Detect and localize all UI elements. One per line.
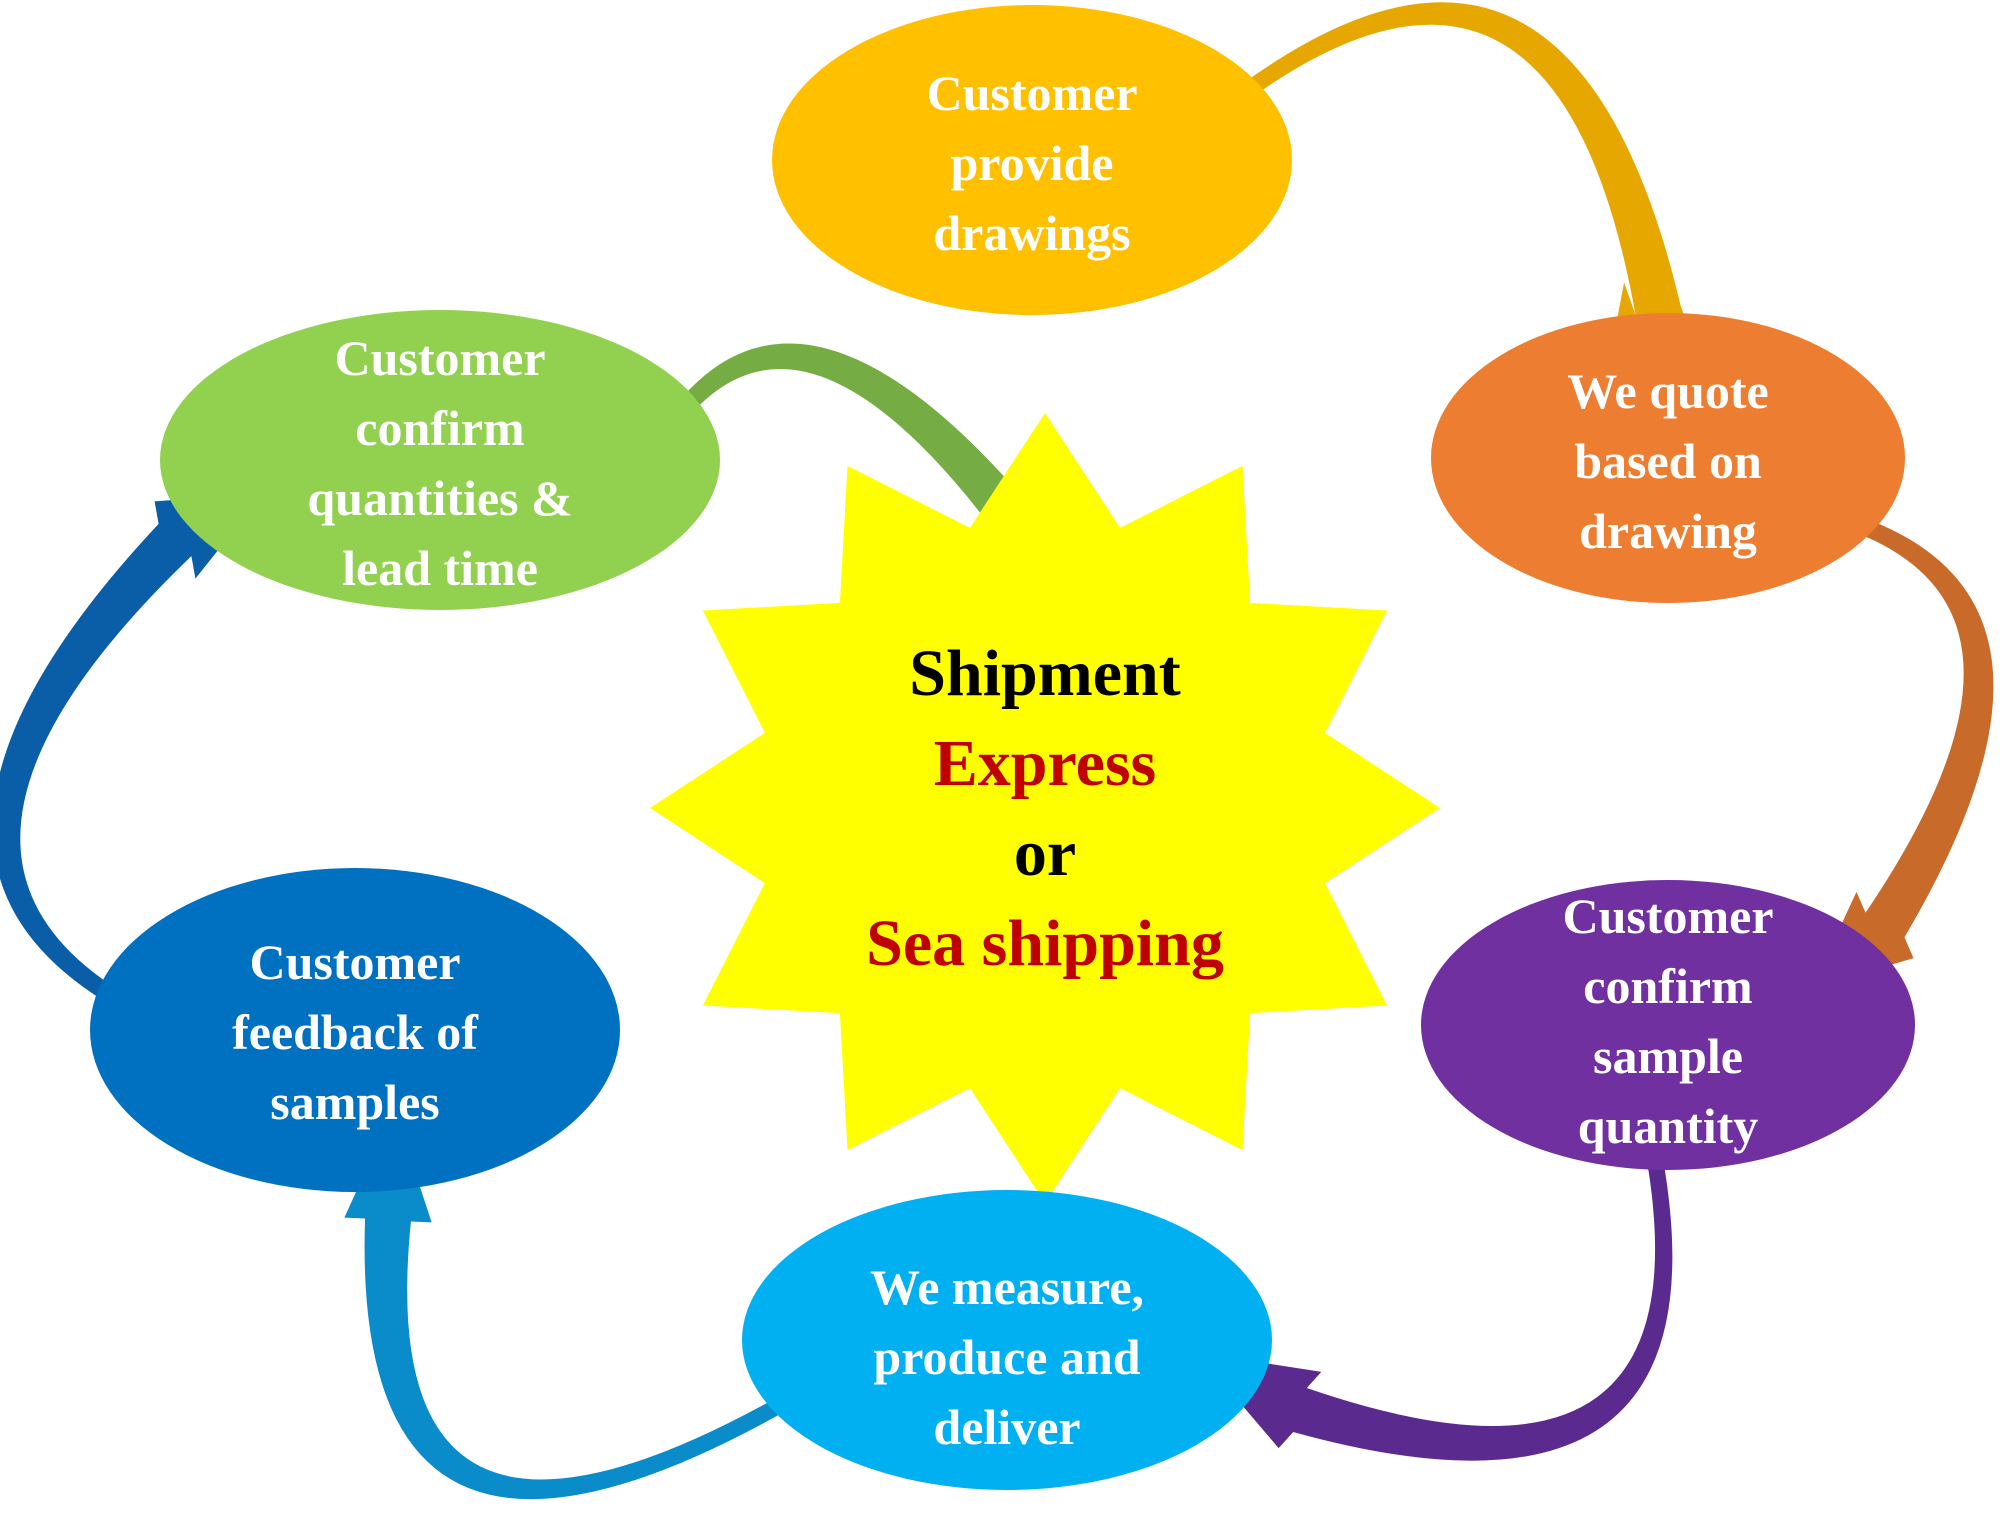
center-line-4: Sea shipping xyxy=(866,907,1224,980)
flow-arrow-shape xyxy=(1209,2,1692,374)
center-line-2: Express xyxy=(934,727,1157,800)
step-label-line: drawings xyxy=(933,205,1130,261)
step-label-line: lead time xyxy=(342,540,538,596)
step-label-line: samples xyxy=(270,1074,439,1130)
step-label-line: deliver xyxy=(933,1399,1080,1455)
step-quote: We quote based on drawing xyxy=(1431,313,1905,603)
step-ellipse xyxy=(90,868,620,1192)
step-ellipse xyxy=(1421,880,1915,1170)
flow-arrow-shape xyxy=(0,493,264,1026)
step-ellipse xyxy=(160,310,720,610)
flow-arrow-5 xyxy=(0,493,264,1026)
step-label-line: quantities & xyxy=(307,470,572,526)
step-measure-produce-deliver: We measure, produce and deliver xyxy=(742,1190,1272,1490)
step-ellipse xyxy=(772,5,1292,315)
step-label-line: sample xyxy=(1593,1028,1743,1084)
starburst-shape xyxy=(650,413,1440,1203)
step-label-line: confirm xyxy=(1583,958,1752,1014)
step-feedback-samples: Customer feedback of samples xyxy=(90,868,620,1192)
steps-layer: Customer provide drawings We quote based on d… xyxy=(90,5,1915,1490)
step-label-line: We quote xyxy=(1567,363,1768,419)
step-provide-drawings: Customer provide drawings xyxy=(772,5,1292,315)
step-label-line: Customer xyxy=(249,934,460,990)
step-ellipse xyxy=(742,1190,1272,1490)
flow-arrow-1 xyxy=(1209,2,1692,374)
flow-arrow-2 xyxy=(1811,512,1994,989)
step-label-line: produce and xyxy=(873,1329,1140,1385)
flow-arrow-shape xyxy=(1811,512,1994,989)
step-label-line: quantity xyxy=(1578,1098,1759,1154)
step-label-line: provide xyxy=(951,135,1114,191)
flow-arrow-3 xyxy=(1197,1158,1673,1461)
center-line-3: or xyxy=(1014,817,1076,890)
step-confirm-sample-quantity: Customer confirm sample quantity xyxy=(1421,880,1915,1170)
flow-arrow-shape xyxy=(1197,1158,1673,1461)
center-line-1: Shipment xyxy=(909,637,1180,710)
step-label-line: drawing xyxy=(1579,503,1757,559)
step-label-line: We measure, xyxy=(870,1259,1144,1315)
step-label-line: Customer xyxy=(1562,888,1773,944)
step-label-line: based on xyxy=(1574,433,1762,489)
step-confirm-quantities-lead-time: Customer confirm quantities & lead time xyxy=(160,310,720,610)
step-label-line: feedback of xyxy=(232,1004,479,1060)
step-ellipse xyxy=(1431,313,1905,603)
step-label-line: Customer xyxy=(334,330,545,386)
step-label-line: Customer xyxy=(926,65,1137,121)
step-label-line: confirm xyxy=(355,400,524,456)
